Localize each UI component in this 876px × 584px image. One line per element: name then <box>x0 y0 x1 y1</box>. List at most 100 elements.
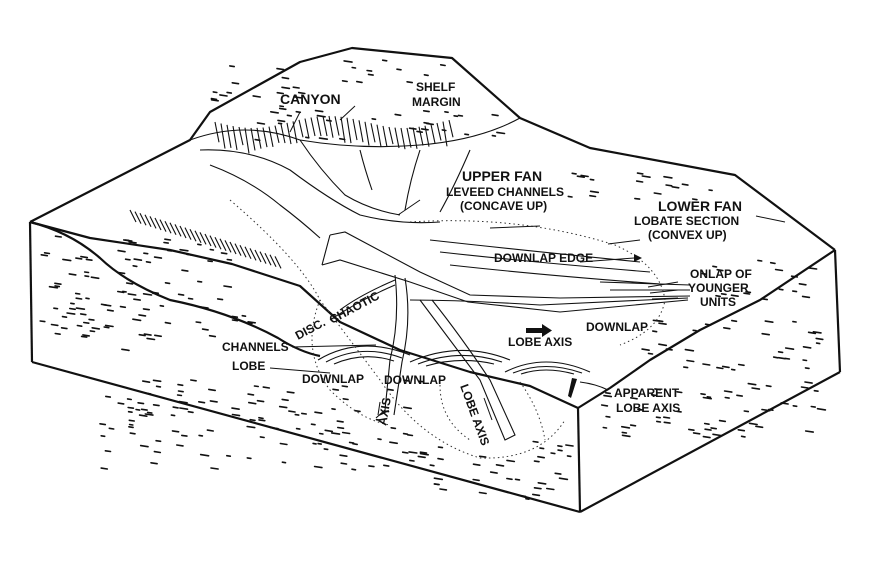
texture-dash <box>227 456 231 457</box>
texture-dash <box>166 283 170 284</box>
texture-dash <box>218 299 223 300</box>
texture-dash <box>196 322 200 323</box>
texture-dash <box>526 499 529 500</box>
texture-dash <box>306 137 309 138</box>
hachure-line <box>287 123 291 144</box>
label-downlap-left: DOWNLAP <box>302 372 364 386</box>
texture-dash <box>492 115 498 116</box>
texture-dash <box>126 259 130 260</box>
texture-dash <box>771 263 775 264</box>
texture-dash <box>253 96 260 97</box>
texture-dash <box>383 60 387 61</box>
texture-dash <box>439 447 443 448</box>
texture-dash <box>122 349 129 350</box>
texture-dash <box>316 111 323 112</box>
texture-dash <box>558 446 562 447</box>
texture-dash <box>207 430 213 431</box>
texture-dash <box>157 386 161 387</box>
hachure-line <box>227 125 231 148</box>
texture-dash <box>259 418 263 419</box>
texture-dash <box>84 323 89 324</box>
texture-dash <box>659 344 666 345</box>
texture-dash <box>492 136 495 137</box>
texture-dash <box>188 412 193 413</box>
hachure-line <box>383 126 387 147</box>
texture-dash <box>657 421 661 422</box>
texture-dash <box>182 270 188 271</box>
texture-dash <box>637 181 643 182</box>
texture-dash <box>758 260 762 261</box>
texture-dash <box>606 393 610 394</box>
label-concave-up: (CONCAVE UP) <box>460 199 547 213</box>
texture-dash <box>242 316 245 317</box>
texture-dash <box>128 399 132 400</box>
texture-dash <box>210 250 213 251</box>
texture-dash <box>318 444 321 445</box>
texture-dash <box>76 293 80 294</box>
texture-dash <box>154 380 161 381</box>
texture-dash <box>317 116 325 117</box>
label-canyon: CANYON <box>280 91 341 107</box>
texture-dash <box>297 429 300 430</box>
texture-dash <box>701 394 705 395</box>
texture-dash <box>164 243 168 244</box>
texture-dash <box>123 291 126 292</box>
hachure-line <box>251 128 255 150</box>
hachure-line <box>221 123 225 148</box>
texture-dash <box>129 420 134 421</box>
texture-dash <box>533 494 540 495</box>
texture-dash <box>689 429 694 430</box>
texture-dash <box>153 293 158 294</box>
texture-dash <box>248 394 253 395</box>
texture-dash <box>160 306 163 307</box>
texture-dash <box>445 112 448 113</box>
texture-dash <box>590 196 596 197</box>
texture-dash <box>424 111 429 112</box>
texture-dash <box>86 259 92 260</box>
texture-dash <box>282 399 288 400</box>
texture-dash <box>278 120 285 121</box>
texture-dash <box>82 336 87 337</box>
texture-dash <box>653 331 657 332</box>
texture-dash <box>212 100 219 101</box>
texture-dash <box>173 431 179 432</box>
texture-dash <box>430 465 434 466</box>
texture-dash <box>191 380 196 381</box>
label-lobate-section: LOBATE SECTION <box>634 214 739 228</box>
texture-dash <box>572 173 576 174</box>
texture-dash <box>129 427 133 428</box>
texture-dash <box>409 452 417 453</box>
hachure-line <box>335 116 339 135</box>
texture-dash <box>635 199 640 200</box>
texture-dash <box>312 424 316 425</box>
texture-dash <box>732 369 735 370</box>
texture-dash <box>738 430 744 431</box>
texture-dash <box>664 417 670 418</box>
texture-dash <box>147 338 154 339</box>
texture-dash <box>369 466 374 467</box>
texture-dash <box>551 453 555 454</box>
texture-dash <box>282 78 288 79</box>
texture-dash <box>332 433 340 434</box>
texture-dash <box>404 434 408 435</box>
hachure-line <box>311 117 315 136</box>
texture-dash <box>809 268 817 269</box>
texture-dash <box>70 309 75 310</box>
texture-dash <box>293 87 299 88</box>
label-apparent: APPARENT <box>614 386 680 400</box>
texture-dash <box>106 325 113 326</box>
texture-dash <box>410 128 416 129</box>
texture-dash <box>465 134 469 135</box>
texture-dash <box>156 441 161 442</box>
texture-dash <box>372 119 375 120</box>
texture-dash <box>248 323 252 324</box>
texture-dash <box>148 412 152 413</box>
texture-dash <box>384 465 389 466</box>
texture-dash <box>408 435 413 436</box>
hachure-line <box>245 128 249 154</box>
texture-dash <box>255 386 259 387</box>
texture-dash <box>480 493 487 494</box>
texture-dash <box>133 266 137 267</box>
texture-dash <box>155 335 161 336</box>
